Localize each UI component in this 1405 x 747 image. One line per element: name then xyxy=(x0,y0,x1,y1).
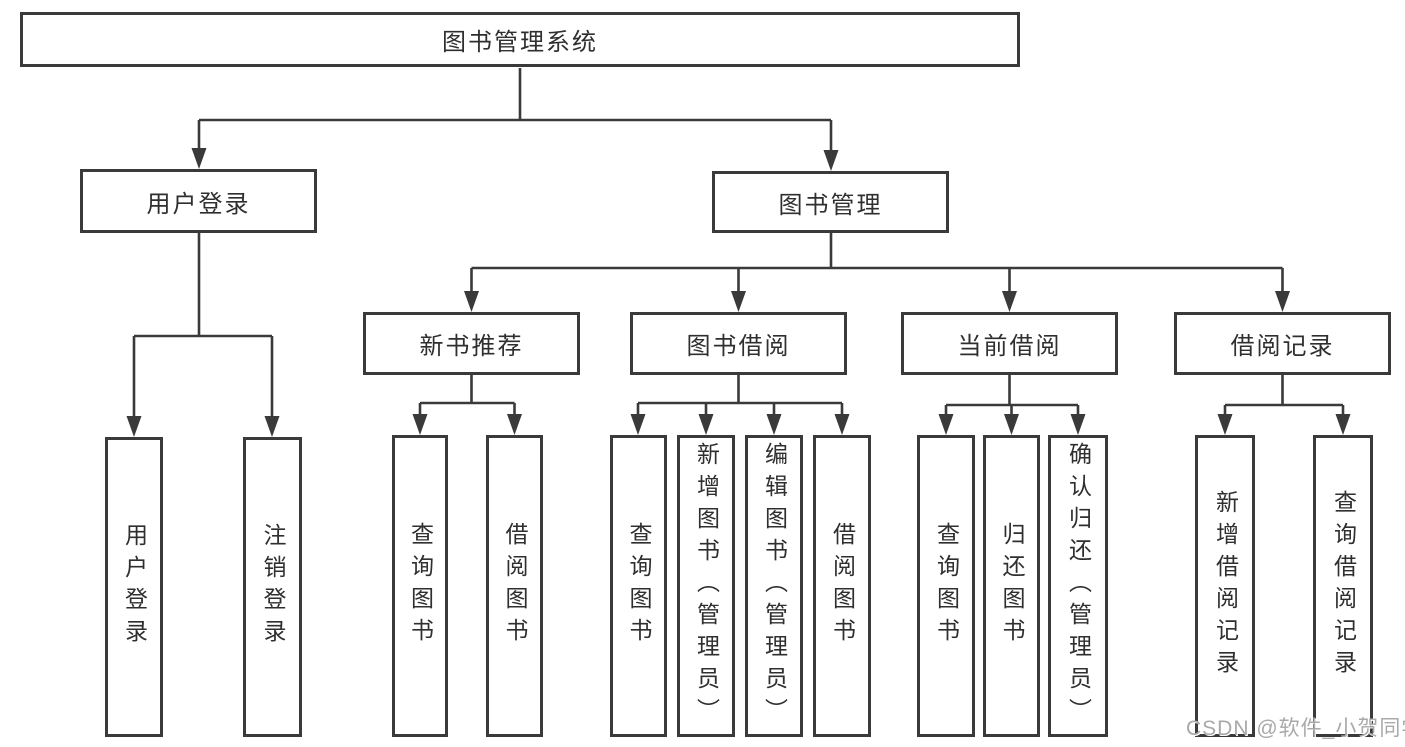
node-label: 图书管理系统 xyxy=(442,29,598,56)
node-leaf-add-books-admin: 新增图书（管理员） xyxy=(677,435,735,737)
node-new-book-recommend: 新书推荐 xyxy=(363,312,580,375)
node-leaf-return-books: 归还图书 xyxy=(983,435,1040,737)
node-label: 用户登录 xyxy=(146,190,251,218)
node-leaf-query-books-current: 查询图书 xyxy=(917,435,975,737)
node-label: 图书管理 xyxy=(778,191,883,219)
node-label: 新增借阅记录 xyxy=(1212,490,1239,682)
node-borrowing-records: 借阅记录 xyxy=(1174,312,1391,375)
node-current-borrowing: 当前借阅 xyxy=(901,312,1118,375)
node-user-login: 用户登录 xyxy=(80,169,317,233)
node-leaf-query-books-borrow: 查询图书 xyxy=(610,435,667,737)
node-label: 查询图书 xyxy=(407,522,434,650)
node-label: 编辑图书（管理员） xyxy=(761,442,788,730)
node-leaf-query-books-recommend: 查询图书 xyxy=(392,435,448,737)
node-label: 确认归还（管理员） xyxy=(1065,442,1092,730)
node-label: 查询借阅记录 xyxy=(1330,490,1357,682)
node-label: 借阅图书 xyxy=(829,522,856,650)
node-label: 查询图书 xyxy=(626,522,652,650)
node-label: 注销登录 xyxy=(260,523,286,651)
node-book-borrowing: 图书借阅 xyxy=(630,312,847,375)
node-label: 图书借阅 xyxy=(686,333,791,360)
node-leaf-borrow-books-recommend: 借阅图书 xyxy=(486,435,543,737)
node-leaf-query-borrow-record: 查询借阅记录 xyxy=(1313,435,1373,737)
node-leaf-add-borrow-record: 新增借阅记录 xyxy=(1195,435,1255,737)
node-leaf-edit-books-admin: 编辑图书（管理员） xyxy=(745,435,803,737)
node-leaf-logout: 注销登录 xyxy=(243,437,302,737)
node-book-management: 图书管理 xyxy=(712,171,949,233)
node-label: 当前借阅 xyxy=(957,333,1062,360)
node-label: 借阅图书 xyxy=(502,522,528,650)
node-leaf-borrow-books: 借阅图书 xyxy=(813,435,871,737)
node-label: 查询图书 xyxy=(933,522,960,650)
node-label: 新书推荐 xyxy=(419,333,524,360)
node-library-management-system: 图书管理系统 xyxy=(20,12,1020,67)
node-label: 借阅记录 xyxy=(1230,333,1335,360)
csdn-watermark: CSDN @软件_小贺同学 xyxy=(1186,717,1405,740)
node-label: 新增图书（管理员） xyxy=(693,442,720,730)
node-label: 用户登录 xyxy=(121,523,148,651)
node-leaf-user-login: 用户登录 xyxy=(105,437,163,737)
node-leaf-confirm-return-admin: 确认归还（管理员） xyxy=(1048,435,1108,737)
node-label: 归还图书 xyxy=(999,522,1025,650)
